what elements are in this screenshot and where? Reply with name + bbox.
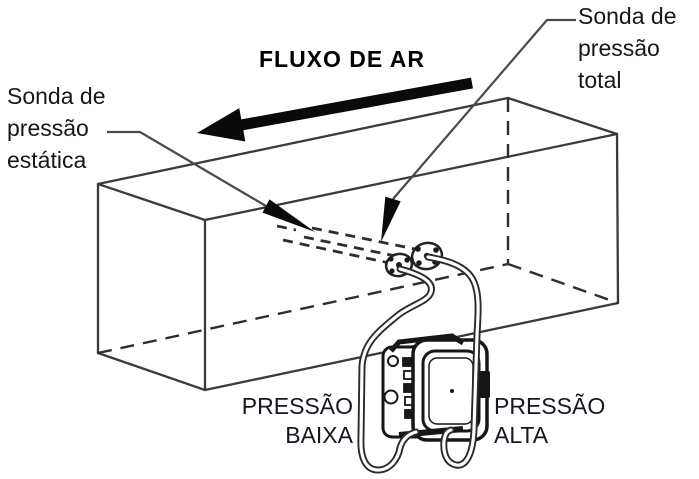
airflow-label: FLUXO DE AR [258,46,426,72]
static-probe-arrowhead-icon [262,199,315,232]
static-probe-label-line3: estática [7,147,87,173]
pressure-instrument [381,333,490,442]
duct-visible-edges [96,96,620,392]
static-probe-leader-line [107,130,267,207]
low-pressure-label: PRESSÃO BAIXA [225,392,353,450]
total-probe-label-line3: total [578,67,622,93]
low-pressure-tube-core [359,267,434,472]
total-probe-label: Sonda de pressão total [578,0,676,96]
instrument-clip [479,371,490,398]
duct-top-back-edge [96,96,510,186]
low-pressure-label-line1: PRESSÃO [241,393,353,419]
high-pressure-label-line1: PRESSÃO [494,393,606,419]
total-probe-label-line2: pressão [578,35,660,61]
instrument-panel-dot [450,389,454,393]
static-probe-leader [107,130,315,232]
total-probe-label-line1: Sonda de [578,3,677,29]
total-probe-leader [381,18,576,242]
airflow-arrow-icon [197,77,473,142]
static-probe-label-line1: Sonda de [7,83,106,109]
tubing [357,253,482,474]
total-probe-arrowhead-icon [381,196,401,242]
high-pressure-label: PRESSÃO ALTA [494,392,605,450]
duct-hidden-edges [97,98,619,355]
duct-right-vertical [615,132,620,305]
high-pressure-label-line2: ALTA [494,422,549,448]
duct-bottom-left-edge [96,351,207,392]
static-probe-label: Sonda de pressão estática [7,80,105,176]
duct-top-right-edge [506,96,619,136]
instrument-terminals [402,357,418,419]
instrument-port-top [387,355,399,367]
static-probe-label-line2: pressão [7,115,89,141]
duct-hidden-bottom-right-edge [507,262,619,305]
total-probe-leader-line [392,18,576,200]
low-pressure-label-line2: BAIXA [285,422,353,448]
instrument-top-ridge [389,333,465,353]
static-probe-tip-dash [276,224,297,232]
duct-hidden-bottom-back-edge [97,262,509,355]
high-pressure-tube-core [426,255,480,467]
total-probe-shaft-top [311,226,421,252]
duct-top-left-edge [96,182,207,222]
static-probe-shaft [282,238,395,266]
instrument-port-side [383,389,399,405]
